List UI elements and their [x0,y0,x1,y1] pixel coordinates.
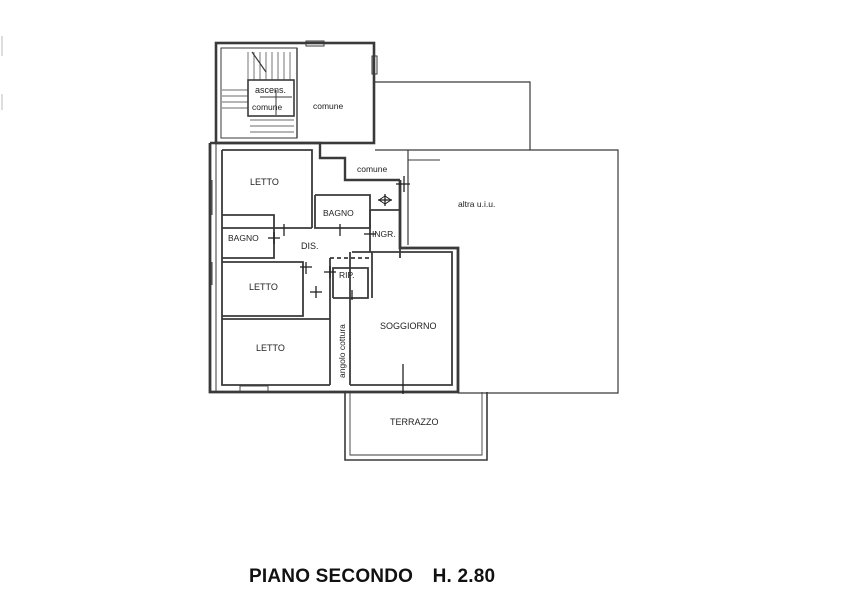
label-angolo-cottura: angolo cottura [337,324,347,378]
label-letto-top: LETTO [250,177,279,187]
label-rip: RIP. [339,270,354,280]
label-ingr: INGR. [372,229,396,239]
label-ascens: ascens. [255,85,286,95]
caption-floor: PIANO SECONDO [249,566,414,587]
label-bagno-small: BAGNO [323,208,354,218]
label-comune-landing: comune [357,164,388,174]
label-letto-mid: LETTO [249,282,278,292]
interior-walls [221,149,453,386]
stair-core [214,40,378,145]
label-comune-stair: comune [313,101,344,111]
door-markers [268,176,410,394]
caption-height: H. 2.80 [432,566,496,587]
label-comune-lift: comune [252,102,283,112]
plan-caption: PIANO SECONDO H. 2.80 [249,566,495,588]
entrance-symbol [378,195,392,205]
label-letto-bottom: LETTO [256,343,285,353]
label-terrazzo: TERRAZZO [390,417,439,427]
terrace [344,392,488,461]
label-bagno-left: BAGNO [228,233,259,243]
neighbour-unit [375,81,619,394]
room-labels: ascens. comune comune comune altra u.i.u… [228,85,495,427]
label-dis: DIS. [301,241,319,251]
label-soggiorno: SOGGIORNO [380,321,437,331]
label-altra-uiu: altra u.i.u. [458,199,495,209]
